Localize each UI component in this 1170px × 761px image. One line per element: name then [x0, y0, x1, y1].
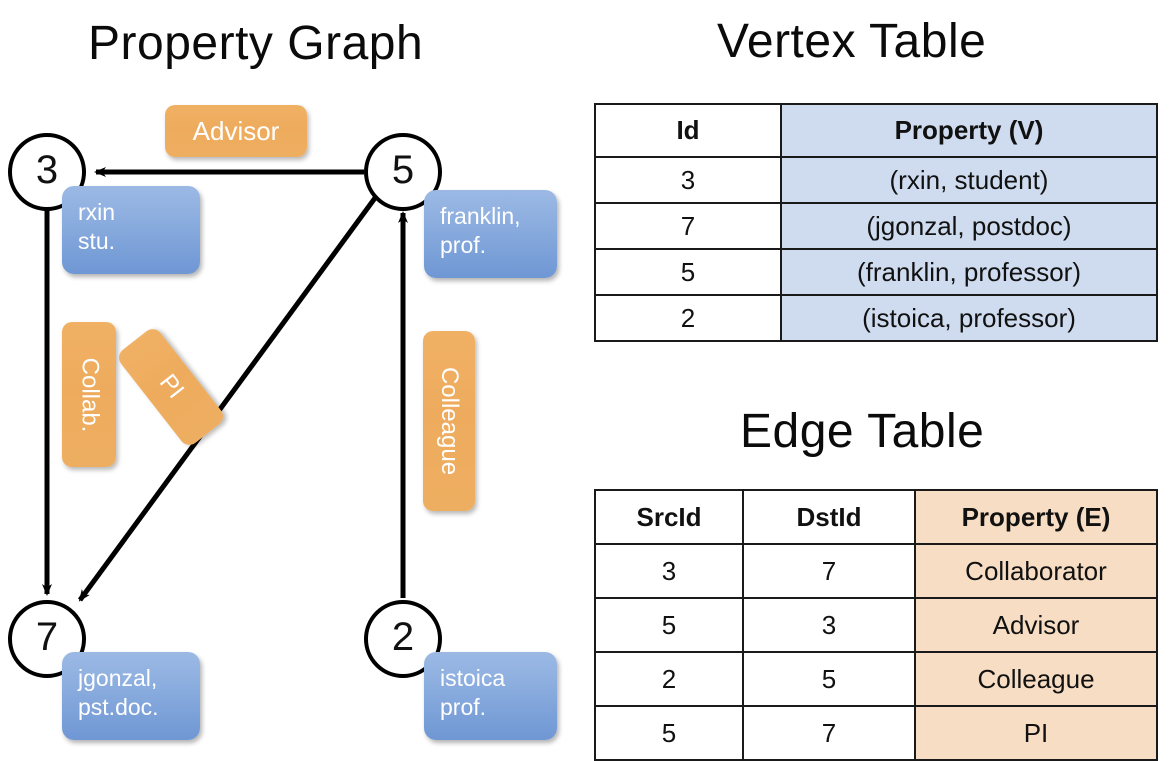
edge-table-cell-srcid: 2 — [594, 651, 744, 707]
graph-vertex-5: 5 — [364, 133, 442, 211]
vertex-table-cell-property: (jgonzal, postdoc) — [780, 202, 1158, 250]
page-title-vertex-table: Vertex Table — [717, 15, 987, 68]
table-row: 2 5 Colleague — [594, 651, 1158, 707]
page-title-property-graph: Property Graph — [88, 17, 424, 70]
vertex-property-box-7-line2: pst.doc. — [78, 694, 159, 720]
edge-table-cell-property: Collaborator — [914, 543, 1158, 599]
graph-vertex-2-label: 2 — [391, 615, 415, 659]
vertex-table-cell-property: (istoica, professor) — [780, 294, 1158, 342]
edge-table-cell-dstid: 7 — [742, 705, 916, 761]
edge-label-collab: Collab. — [62, 322, 116, 467]
table-row: 5 (franklin, professor) — [594, 248, 1158, 296]
vertex-table-cell-property: (rxin, student) — [780, 156, 1158, 204]
edge-table-cell-srcid: 3 — [594, 543, 744, 599]
edge-label-collab-text: Collab. — [76, 357, 103, 432]
vertex-table-header-property: Property (V) — [780, 103, 1158, 158]
table-row: 5 7 PI — [594, 705, 1158, 761]
edge-table-cell-property: Colleague — [914, 651, 1158, 707]
edge-label-colleague-text: Colleague — [436, 366, 463, 476]
edge-table-header-row: SrcId DstId Property (E) — [594, 489, 1158, 545]
vertex-property-box-2-line1: istoica — [440, 665, 506, 691]
vertex-property-box-2: istoica prof. — [424, 652, 557, 740]
vertex-property-box-7: jgonzal, pst.doc. — [62, 652, 200, 740]
edge-table: SrcId DstId Property (E) 3 7 Collaborato… — [594, 489, 1158, 761]
vertex-property-box-7-line1: jgonzal, — [78, 665, 158, 691]
edge-label-advisor-text: Advisor — [192, 115, 280, 146]
vertex-table-header-id: Id — [594, 103, 782, 158]
vertex-table-cell-id: 5 — [594, 248, 782, 296]
page-title-edge-table: Edge Table — [740, 405, 985, 458]
graph-vertex-5-label: 5 — [391, 148, 415, 192]
vertex-table-header-row: Id Property (V) — [594, 103, 1158, 158]
edge-table-header-dstid: DstId — [742, 489, 916, 545]
vertex-property-box-3-line2: stu. — [78, 228, 116, 254]
graph-vertex-3-label: 3 — [35, 148, 59, 192]
vertex-property-box-2-line2: prof. — [440, 694, 487, 720]
edge-label-advisor: Advisor — [165, 105, 307, 157]
graph-vertex-2: 2 — [364, 600, 442, 678]
table-row: 7 (jgonzal, postdoc) — [594, 202, 1158, 250]
vertex-property-box-5-line2: prof. — [440, 232, 487, 258]
vertex-table-cell-property: (franklin, professor) — [780, 248, 1158, 296]
edge-table-cell-dstid: 5 — [742, 651, 916, 707]
vertex-property-box-3: rxin stu. — [62, 186, 200, 274]
edge-table-header-property: Property (E) — [914, 489, 1158, 545]
table-row: 2 (istoica, professor) — [594, 294, 1158, 342]
table-row: 3 (rxin, student) — [594, 156, 1158, 204]
table-row: 5 3 Advisor — [594, 597, 1158, 653]
vertex-table-cell-id: 3 — [594, 156, 782, 204]
edge-table-cell-dstid: 3 — [742, 597, 916, 653]
vertex-table-cell-id: 7 — [594, 202, 782, 250]
edge-label-colleague: Colleague — [423, 331, 475, 511]
edge-table-cell-dstid: 7 — [742, 543, 916, 599]
vertex-table-cell-id: 2 — [594, 294, 782, 342]
edge-table-cell-property: Advisor — [914, 597, 1158, 653]
edge-table-cell-srcid: 5 — [594, 705, 744, 761]
edge-label-pi-text: PI — [153, 369, 190, 404]
vertex-property-box-5: franklin, prof. — [424, 190, 557, 278]
edge-table-cell-srcid: 5 — [594, 597, 744, 653]
edge-arrow-5-to-7 — [77, 196, 378, 602]
edge-table-header-srcid: SrcId — [594, 489, 744, 545]
table-row: 3 7 Collaborator — [594, 543, 1158, 599]
edge-table-cell-property: PI — [914, 705, 1158, 761]
graph-edges-canvas — [42, 167, 408, 602]
vertex-property-box-5-line1: franklin, — [440, 203, 521, 229]
vertex-property-box-3-line1: rxin — [78, 199, 116, 225]
vertex-table: Id Property (V) 3 (rxin, student) 7 (jgo… — [594, 103, 1158, 342]
graph-vertex-7-label: 7 — [35, 615, 59, 659]
